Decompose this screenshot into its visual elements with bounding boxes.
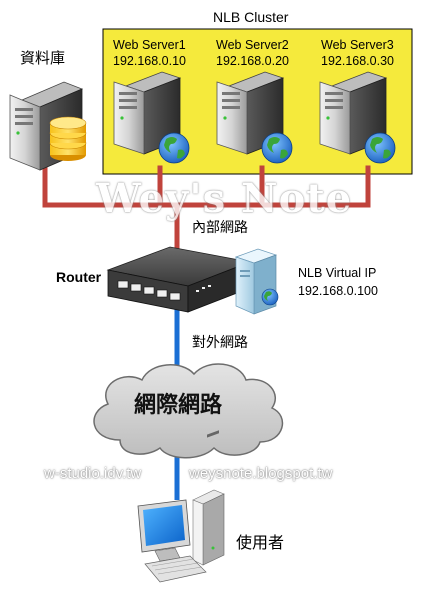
router-label: Router xyxy=(56,269,102,285)
watermark-text: Wey's Note xyxy=(96,175,353,222)
server2-name: Web Server2 xyxy=(216,38,289,52)
web-server-2-icon xyxy=(216,71,293,164)
internal-network-label: 內部網路 xyxy=(192,219,248,235)
user-computer-icon xyxy=(137,430,225,583)
internet-cloud-icon xyxy=(93,363,284,459)
watermark-left-url: w-studio.idv.tw xyxy=(44,465,142,482)
server1-name: Web Server1 xyxy=(113,38,186,52)
database-label: 資料庫 xyxy=(20,50,66,67)
globe-icon xyxy=(158,132,190,164)
server3-ip: 192.168.0.30 xyxy=(321,54,394,68)
internet-label: 網際網路 xyxy=(134,392,223,417)
virtual-ip-title: NLB Virtual IP xyxy=(298,266,377,280)
watermark-right-url: weysnote.blogspot.tw xyxy=(189,465,333,482)
globe-icon xyxy=(261,132,293,164)
nlb-virtual-node-icon xyxy=(234,248,279,315)
server1-ip: 192.168.0.10 xyxy=(113,54,186,68)
server3-name: Web Server3 xyxy=(321,38,394,52)
globe-icon xyxy=(364,132,396,164)
user-label: 使用者 xyxy=(236,535,285,552)
external-network-label: 對外網路 xyxy=(192,334,248,350)
virtual-ip-address: 192.168.0.100 xyxy=(298,284,378,298)
server2-ip: 192.168.0.20 xyxy=(216,54,289,68)
web-server-1-icon xyxy=(113,71,190,164)
database-cylinder-icon xyxy=(49,116,87,161)
web-server-3-icon xyxy=(319,71,396,164)
cluster-title: NLB Cluster xyxy=(213,9,289,25)
router-icon xyxy=(106,246,252,313)
